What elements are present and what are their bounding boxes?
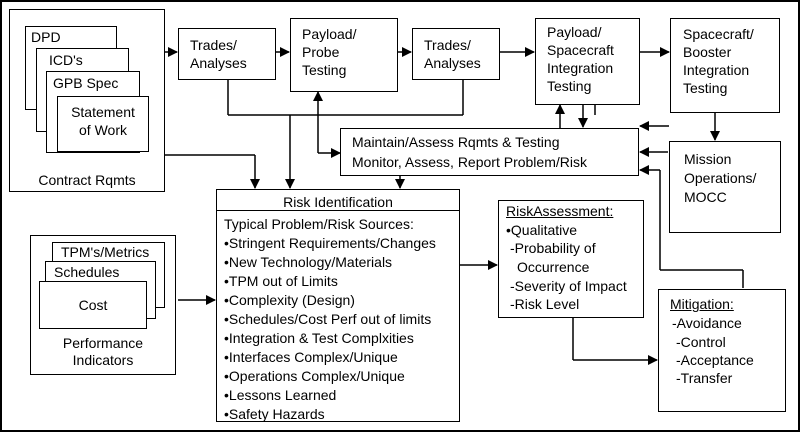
risk-source-item: •Safety Hazards: [224, 406, 325, 422]
risk-source-item: •Interfaces Complex/Unique: [224, 349, 398, 365]
risk-assessment-item: -Risk Level: [510, 296, 580, 312]
risk-assessment-item: -Probability of: [510, 240, 596, 256]
trades-analyses-2-line1: Trades/: [424, 37, 471, 53]
risk-source-item: •Stringent Requirements/Changes: [224, 235, 436, 251]
payload-sc-line4: Testing: [547, 78, 592, 94]
risk-source-item: •Lessons Learned: [224, 387, 337, 403]
sc-booster-line2: Booster: [683, 44, 732, 60]
performance-caption-line1: Performance: [62, 335, 144, 351]
payload-sc-line3: Integration: [547, 60, 614, 76]
mitigation-title: Mitigation:: [670, 296, 734, 312]
payload-probe-line3: Testing: [302, 62, 347, 78]
payload-probe-line1: Payload/: [302, 26, 357, 42]
cost-label: Cost: [78, 297, 108, 313]
maintain-assess-line2: Monitor, Assess, Report Problem/Risk: [352, 154, 587, 170]
maintain-assess-line1: Maintain/Assess Rqmts & Testing: [352, 134, 560, 150]
risk-identification-box: [216, 189, 460, 422]
performance-caption-line2: Indicators: [72, 352, 134, 368]
mitigation-item: -Avoidance: [672, 315, 742, 331]
risk-source-item: •Schedules/Cost Perf out of limits: [224, 311, 432, 327]
mitigation-box: [658, 289, 786, 412]
risk-identification-title: Risk Identification: [283, 194, 393, 210]
risk-assessment-item: -Severity of Impact: [510, 278, 627, 294]
risk-assessment-box: [498, 200, 644, 318]
schedules-label: Schedules: [54, 264, 120, 280]
mitigation-item: -Acceptance: [676, 352, 754, 368]
sc-booster-line4: Testing: [683, 80, 728, 96]
payload-probe-testing-box: [290, 18, 398, 92]
risk-assessment-title: RiskAssessment:: [506, 203, 614, 219]
gpb-spec-label: GPB Spec: [53, 75, 119, 91]
risk-identification-title-divider: [216, 210, 460, 211]
maintain-assess-box: [340, 128, 639, 176]
payload-probe-line2: Probe: [302, 44, 340, 60]
statement-of-work-card: [57, 96, 149, 152]
sc-booster-line1: Spacecraft/: [683, 26, 754, 42]
payload-sc-line1: Payload/: [547, 24, 602, 40]
mission-ops-line1: Mission: [684, 151, 732, 167]
trades-analyses-2-line2: Analyses: [424, 55, 481, 71]
risk-source-item: •Integration & Test Complxities: [224, 330, 414, 346]
risk-source-item: •New Technology/Materials: [224, 254, 393, 270]
mission-operations-box: [669, 141, 781, 233]
trades-analyses-1-line1: Trades/: [190, 37, 237, 53]
risk-sources-subtitle: Typical Problem/Risk Sources:: [224, 216, 414, 232]
statement-of-work-line1: Statement: [71, 104, 135, 120]
contract-rqmts-caption: Contract Rqmts: [38, 172, 136, 188]
dpd-label: DPD: [31, 29, 61, 45]
cost-card: [39, 281, 147, 329]
sc-booster-line3: Integration: [683, 62, 750, 78]
mitigation-item: -Control: [676, 334, 726, 350]
risk-sources-list: •Stringent Requirements/Changes •New Tec…: [224, 234, 436, 424]
risk-source-item: •Complexity (Design): [224, 292, 355, 308]
trades-analyses-box-1: [178, 28, 276, 80]
mission-ops-line3: MOCC: [684, 189, 727, 205]
tpms-metrics-label: TPM's/Metrics: [61, 244, 150, 260]
trades-analyses-box-2: [412, 28, 500, 80]
risk-source-item: •TPM out of Limits: [224, 273, 338, 289]
icds-label: ICD's: [49, 52, 83, 68]
spacecraft-booster-integration-box: [670, 18, 780, 113]
mitigation-item: -Transfer: [676, 370, 733, 386]
payload-spacecraft-integration-box: [535, 18, 640, 105]
trades-analyses-1-line2: Analyses: [190, 55, 247, 71]
risk-source-item: •Operations Complex/Unique: [224, 368, 405, 384]
statement-of-work-line2: of Work: [79, 122, 127, 138]
risk-assessment-item: Occurrence: [517, 259, 590, 275]
payload-sc-line2: Spacecraft: [547, 42, 614, 58]
mission-ops-line2: Operations/: [684, 170, 757, 186]
risk-assessment-item: •Qualitative: [506, 222, 578, 238]
